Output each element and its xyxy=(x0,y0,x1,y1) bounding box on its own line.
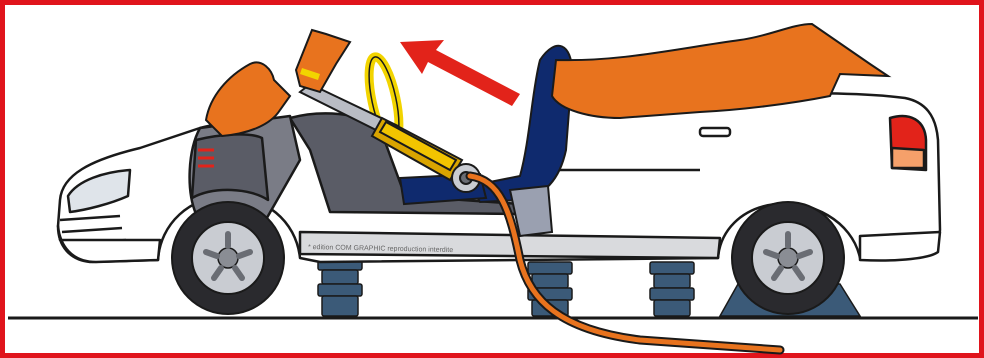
stand-front xyxy=(318,258,362,316)
stand-rear xyxy=(650,262,694,316)
rear-wheel xyxy=(732,202,844,314)
front-wheel xyxy=(172,202,284,314)
arrow-icon xyxy=(400,40,520,106)
